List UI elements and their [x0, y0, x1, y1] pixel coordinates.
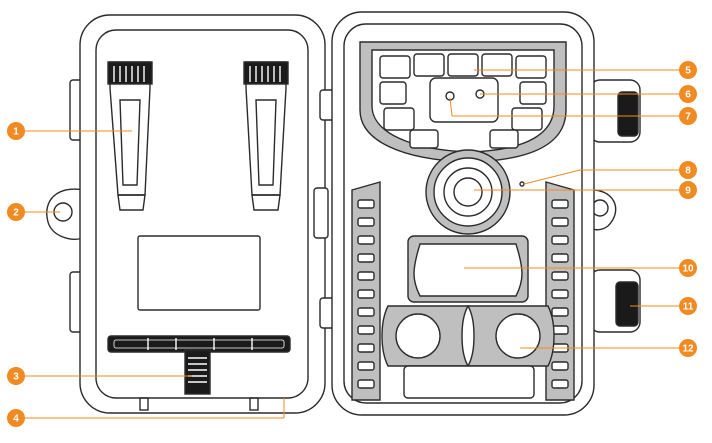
callout-5: 5	[679, 61, 697, 79]
callout-7: 7	[679, 107, 697, 125]
callout-label: 6	[685, 90, 691, 101]
callout-1: 1	[7, 122, 25, 140]
callout-4: 4	[7, 409, 25, 427]
hinge-mid	[313, 187, 329, 239]
callout-label: 3	[13, 372, 19, 383]
callout-2: 2	[7, 203, 25, 221]
callout-10: 10	[679, 259, 697, 277]
side-pir-sensors	[381, 305, 555, 399]
latch-tongue	[184, 349, 211, 395]
callout-label: 4	[13, 414, 19, 425]
vent-left	[351, 181, 381, 401]
callout-3: 3	[7, 367, 25, 385]
front-body	[331, 11, 641, 416]
side-latch-upper	[589, 79, 641, 143]
callout-label: 10	[682, 264, 694, 275]
vent-right	[545, 181, 575, 401]
leader-lines	[24, 69, 680, 419]
front-inner	[343, 23, 583, 404]
strap-mount-bump	[46, 188, 85, 240]
callout-9: 9	[679, 181, 697, 199]
callout-12: 12	[679, 339, 697, 357]
callout-label: 8	[685, 166, 691, 177]
pir-motion-sensor	[407, 235, 529, 303]
callout-6: 6	[679, 85, 697, 103]
callout-label: 11	[683, 302, 694, 313]
leader-7	[449, 97, 453, 117]
callout-label: 1	[13, 127, 19, 138]
strap-clip-left	[107, 61, 153, 211]
sensor-window	[429, 77, 499, 123]
callout-label: 2	[13, 208, 19, 219]
callouts: 1 2 3 4 5 6 7 8	[7, 61, 697, 427]
callout-11: 11	[679, 297, 697, 315]
back-cover-inner	[95, 29, 309, 399]
side-latch-lower	[589, 269, 641, 333]
bottom-foot-left	[139, 397, 149, 411]
strap-clip-right	[243, 61, 289, 211]
bottom-foot-right	[249, 397, 259, 411]
callout-8: 8	[679, 161, 697, 179]
callout-label: 12	[682, 344, 694, 355]
callout-label: 9	[685, 186, 691, 197]
ir-led-panel	[359, 41, 567, 163]
strap-slot-inner	[113, 339, 285, 349]
callout-label: 5	[685, 66, 691, 77]
leader-8	[523, 169, 581, 185]
back-cover	[46, 14, 341, 414]
callout-label: 7	[685, 112, 691, 123]
label-plate	[137, 235, 261, 311]
camera-lens	[425, 149, 511, 235]
